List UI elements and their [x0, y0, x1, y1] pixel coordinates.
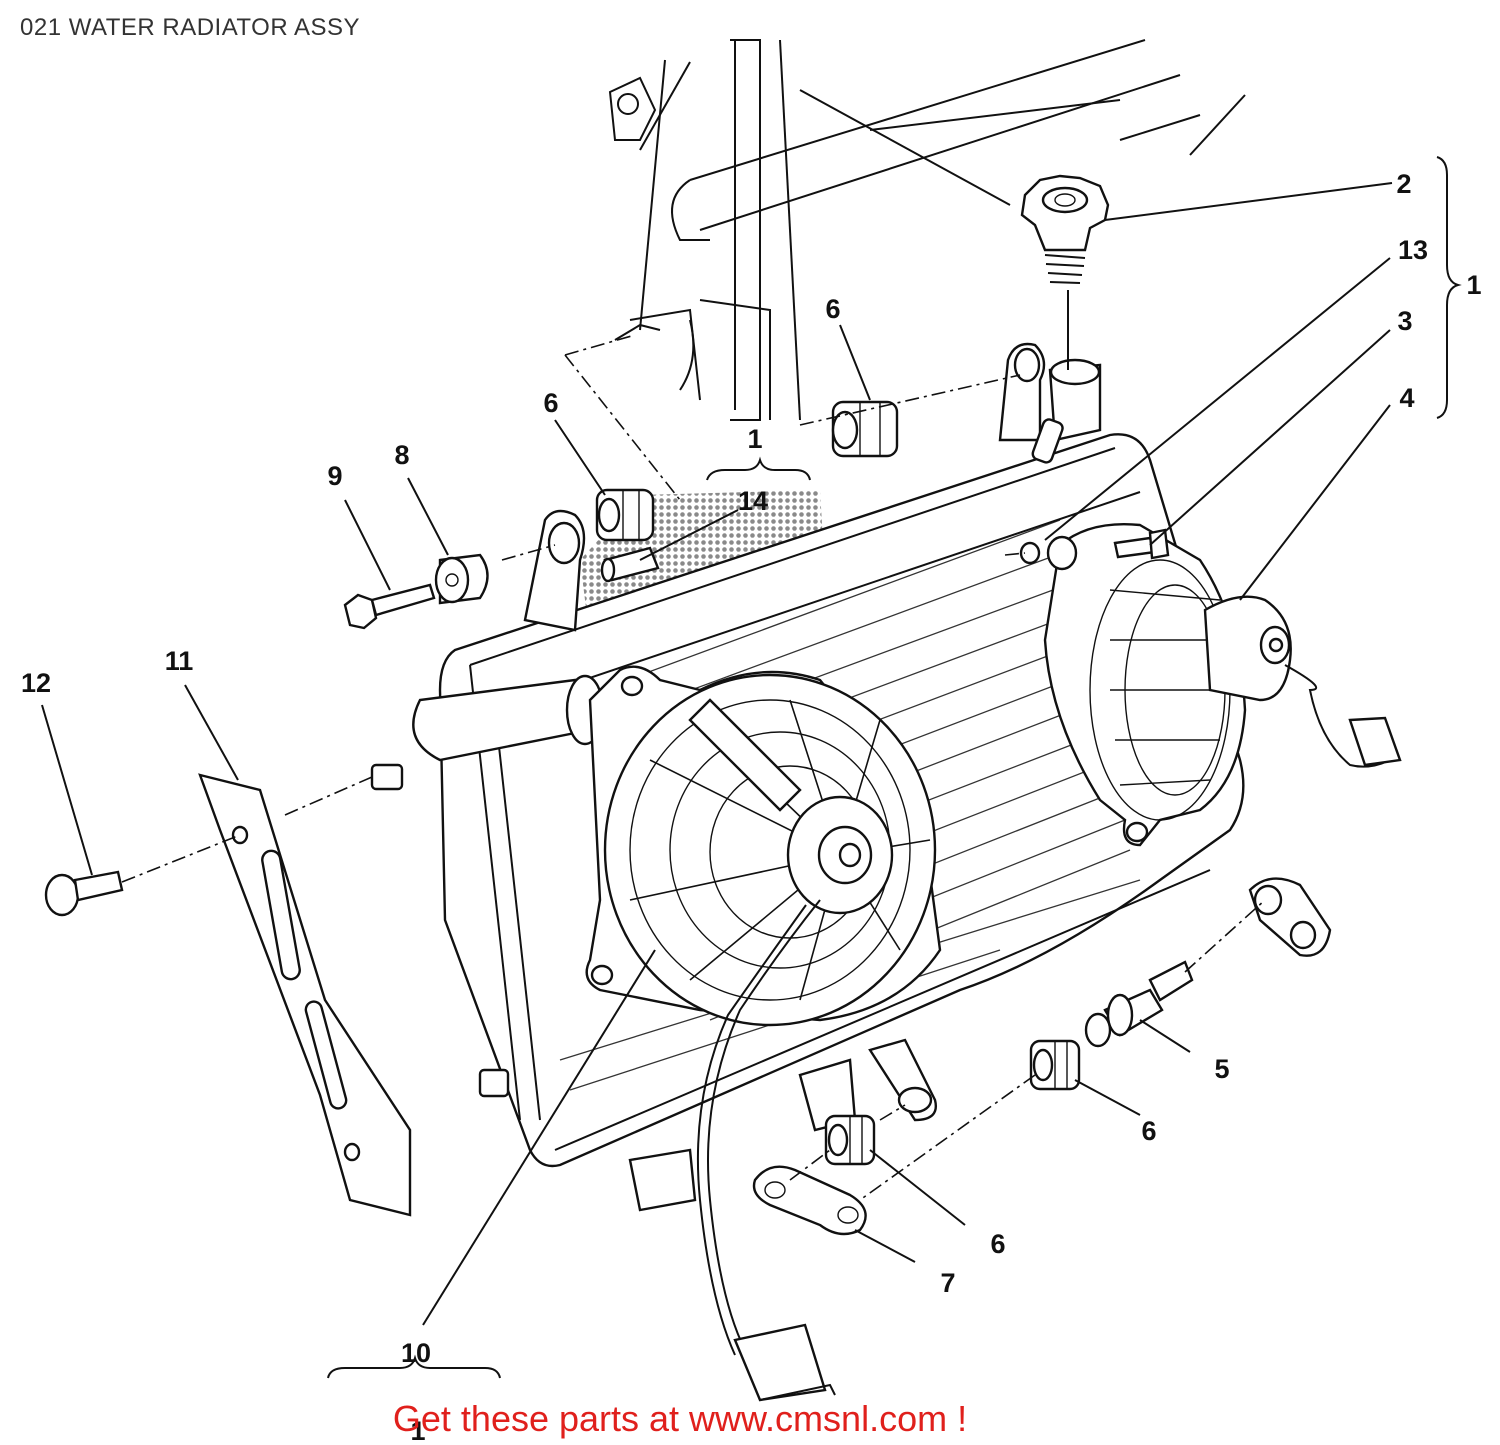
watermark-text: Get these parts at www.cmsnl.com ! [0, 1398, 1500, 1440]
assembly-lines [121, 334, 1266, 1201]
callout-12: 12 [21, 668, 51, 698]
radiator-cap [1020, 174, 1110, 370]
callout-9: 9 [327, 461, 342, 491]
watermark-label: Get these parts at www.cmsnl.com ! [392, 1398, 968, 1439]
callout-14: 14 [738, 486, 768, 516]
callout-2: 2 [1396, 169, 1411, 199]
callout-labels: 2 13 1 3 4 6 6 1 14 9 8 12 11 5 6 6 7 10… [21, 169, 1482, 1445]
callout-10: 10 [401, 1338, 431, 1368]
callout-4: 4 [1399, 383, 1414, 413]
callout-11: 11 [165, 646, 194, 676]
diagram-title: 021 WATER RADIATOR ASSY [20, 14, 361, 41]
grommets [595, 400, 1081, 1166]
side-bracket [198, 773, 412, 1217]
callout-1-cap-group: 1 [1466, 270, 1481, 300]
callout-13: 13 [1398, 235, 1428, 265]
callout-6-bottom: 6 [990, 1229, 1005, 1259]
callout-7: 7 [940, 1268, 955, 1298]
left-fan-assembly [585, 665, 942, 1402]
callout-6-left: 6 [543, 388, 558, 418]
leader-lines [41, 182, 1393, 1326]
callout-3: 3 [1397, 306, 1412, 336]
group-braces [327, 156, 1462, 1379]
right-fan-assembly [1043, 523, 1402, 847]
frame-structure [608, 39, 1246, 421]
callout-1-bottom: 1 [410, 1416, 425, 1445]
callout-8: 8 [394, 440, 409, 470]
callout-6-top: 6 [825, 294, 840, 324]
callout-5: 5 [1214, 1054, 1229, 1084]
callout-1-top: 1 [747, 424, 762, 454]
callout-6-right: 6 [1141, 1116, 1156, 1146]
fasteners [44, 528, 1332, 1236]
